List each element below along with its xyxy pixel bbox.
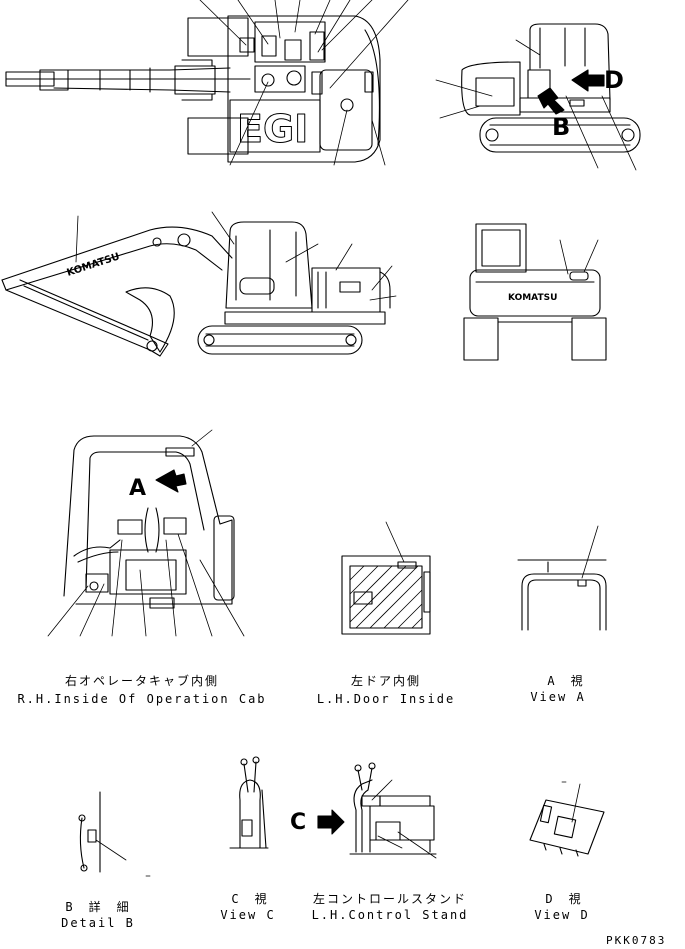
svg-text:EGI: EGI — [237, 107, 308, 151]
view-c-illustration — [229, 756, 269, 849]
top-view-illustration: EGI — [5, 0, 409, 166]
detail-b-title-jp: B 詳 細 — [65, 900, 131, 914]
view-d-title-jp: D 視 — [545, 892, 583, 906]
rh-cab-title-en: R.H.Inside Of Operation Cab — [17, 692, 267, 706]
control-stand-illustration — [317, 762, 437, 859]
marker-a: A — [129, 476, 147, 501]
view-d-illustration — [529, 783, 605, 857]
side-view-right-illustration — [435, 23, 641, 171]
rear-view-illustration: KOMATSU — [463, 223, 607, 361]
door-inside-illustration — [341, 521, 431, 635]
side-view-left-illustration: KOMATSU — [1, 211, 397, 357]
rear-brand-logo: KOMATSU — [508, 293, 557, 303]
lh-stand-title-jp: 左コントロールスタンド — [312, 892, 468, 906]
view-a-title-en: View A — [530, 690, 586, 704]
lh-door-title-jp: 左ドア内側 — [350, 674, 422, 688]
view-c-title-en: View C — [220, 908, 276, 922]
marker-d: D — [604, 66, 624, 94]
drawing-code: PKK0783 — [606, 934, 667, 947]
view-a-illustration — [517, 525, 607, 631]
marker-c: C — [290, 810, 307, 835]
view-a-title-jp: A 視 — [547, 674, 585, 688]
lh-door-title-en: L.H.Door Inside — [316, 692, 456, 706]
cab-inside-illustration — [47, 429, 245, 637]
view-c-title-jp: C 視 — [231, 892, 269, 906]
view-d-title-en: View D — [534, 908, 590, 922]
marker-b: B — [552, 113, 571, 141]
lh-stand-title-en: L.H.Control Stand — [311, 908, 469, 922]
detail-b-illustration — [78, 791, 127, 873]
rh-cab-title-jp: 右オペレータキャブ内側 — [64, 674, 220, 688]
detail-b-title-en: Detail B — [61, 916, 135, 930]
